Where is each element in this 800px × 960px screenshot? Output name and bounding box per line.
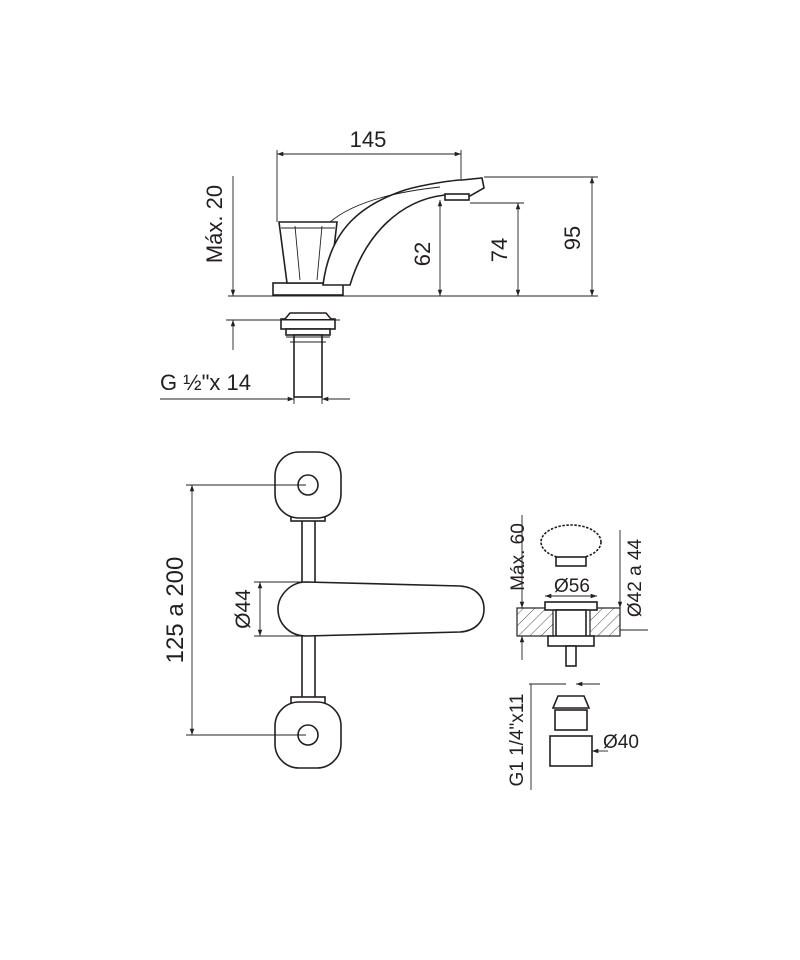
spout-body: [322, 177, 485, 286]
drain-flange: [544, 601, 598, 611]
spout-top-view: [277, 581, 485, 637]
dim-cap-diameter: Ø56: [554, 576, 590, 597]
mount-washer: [285, 328, 331, 336]
dim-height-95: 95: [560, 226, 585, 250]
dim-max-thickness: Máx. 60: [508, 523, 529, 591]
dim-height-74: 74: [487, 238, 512, 262]
top-view: 125 a 200 Ø44: [162, 451, 485, 769]
handle-facet: [294, 225, 301, 281]
dim-spout-length: 145: [350, 127, 387, 152]
dim-height-62: 62: [410, 242, 435, 266]
dim-max-deck: Máx. 20: [202, 185, 227, 263]
drain-view: Máx. 60 Ø56 Ø42 a 44 G1 1/4"x11 Ø40: [507, 515, 648, 790]
drain-washer: [547, 635, 595, 647]
dim-nut-diameter: Ø40: [603, 732, 639, 753]
aerator: [444, 193, 470, 201]
drain-cap-stem: [555, 556, 587, 567]
drain-cap: [540, 524, 602, 560]
mount-top: [284, 312, 332, 320]
drain-nut: [554, 709, 588, 731]
dim-hole-diameter: Ø42 a 44: [625, 538, 646, 617]
side-view: 145 Máx. 20 62 74 95 G ½"x 14: [160, 127, 598, 404]
dim-thread: G ½"x 14: [160, 370, 251, 395]
basin-section-right: [589, 607, 621, 637]
spout-contour: [329, 186, 441, 223]
drain-nut-top: [551, 695, 591, 709]
dim-spout-diameter: Ø44: [232, 589, 255, 629]
mount-nut: [280, 318, 336, 330]
basin-section-left: [516, 607, 554, 637]
handle-facet: [316, 225, 323, 281]
dim-center-distance: 125 a 200: [162, 557, 189, 664]
dim-drain-thread: G1 1/4"x11: [507, 693, 528, 786]
drain-stem: [565, 645, 577, 667]
drain-tailpiece: [549, 735, 593, 767]
threaded-shank: [293, 334, 323, 398]
